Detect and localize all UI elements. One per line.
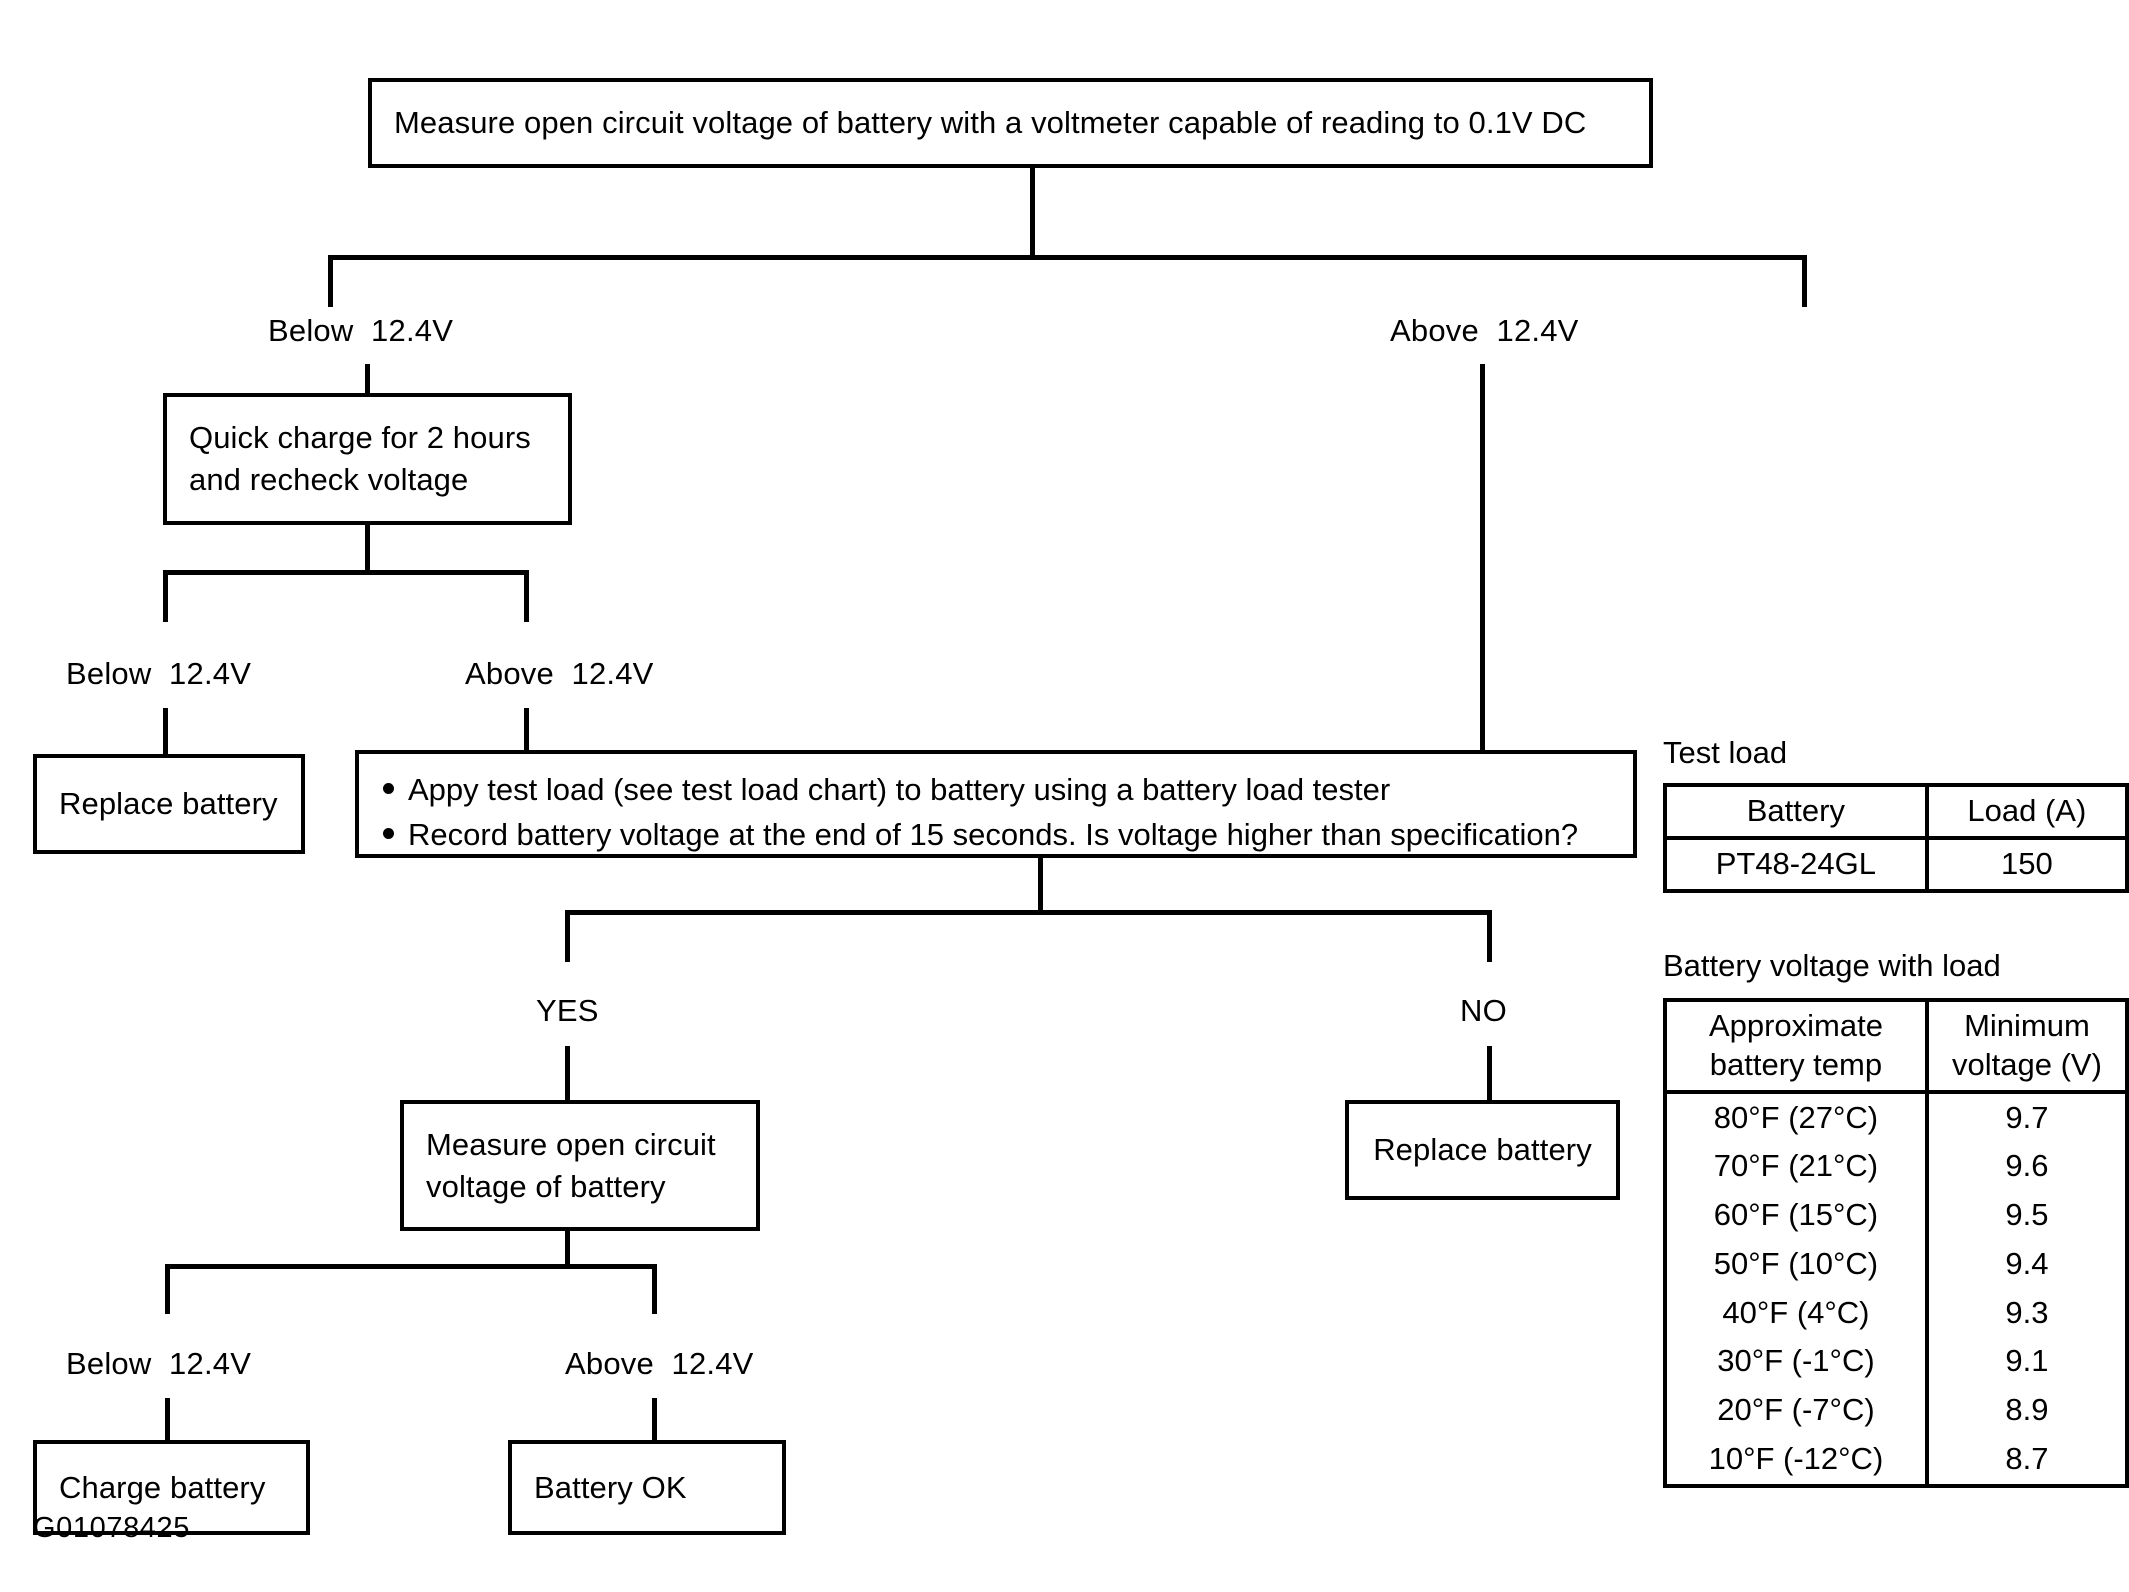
cell-voltage: 9.1 [1924, 1337, 2129, 1386]
bullet-dot-icon [383, 827, 394, 839]
node-replace-battery-left: Replace battery [33, 754, 305, 854]
node-load-test-instructions: Appy test load (see test load chart) to … [355, 750, 1637, 858]
node-charge-battery: Charge battery [33, 1440, 310, 1535]
table-row: 60°F (15°C) 9.5 [1664, 1191, 2129, 1240]
connector-split-bar-3 [565, 910, 1492, 915]
connector-above-to-loadtest [1480, 364, 1485, 752]
bullet-item: Appy test load (see test load chart) to … [383, 768, 1615, 813]
connector-below-to-replace-left [163, 708, 168, 758]
node-label: Measure open circuit voltage of battery … [394, 105, 1587, 141]
table-row: 10°F (-12°C) 8.7 [1664, 1434, 2129, 1486]
cell-voltage: 8.9 [1924, 1386, 2129, 1435]
cell-voltage: 9.4 [1924, 1239, 2129, 1289]
table-header-row: Battery Load (A) [1664, 784, 2129, 840]
node-quick-charge: Quick charge for 2 hours and recheck vol… [163, 393, 572, 525]
node-measure-open-circuit-voltage-lower: Measure open circuit voltage of battery [400, 1100, 760, 1231]
table-row: 40°F (4°C) 9.3 [1664, 1288, 2129, 1338]
node-label: Measure open circuit voltage of battery [426, 1126, 716, 1204]
table-row: 20°F (-7°C) 8.9 [1664, 1386, 2129, 1435]
edge-label-spec-no: NO [1460, 993, 1507, 1028]
cell-temp: 60°F (15°C) [1664, 1191, 1928, 1240]
cell-voltage: 9.3 [1924, 1288, 2129, 1338]
connector-top-stem [1030, 166, 1035, 259]
bullet-dot-icon [383, 783, 394, 794]
bullet-text: Appy test load (see test load chart) to … [408, 772, 1391, 807]
connector-split4-right-drop [652, 1264, 657, 1314]
connector-split1-left-drop [328, 255, 333, 307]
table-row: 50°F (10°C) 9.4 [1664, 1239, 2129, 1289]
battery-voltage-caption: Battery voltage with load [1663, 948, 2001, 983]
connector-above-to-loadtest-box [524, 708, 529, 752]
connector-loadtest-stem [1038, 856, 1043, 913]
cell-voltage: 9.7 [1924, 1091, 2129, 1143]
node-label: Replace battery [1373, 1132, 1592, 1168]
connector-split3-left-drop [565, 910, 570, 962]
table-row: 80°F (27°C) 9.7 [1664, 1091, 2129, 1143]
cell-temp: 40°F (4°C) [1664, 1288, 1928, 1338]
table-header-row: Approximate battery temp Minimum voltage… [1664, 999, 2129, 1094]
cell-voltage: 8.7 [1924, 1434, 2129, 1486]
edge-label-top-above: Above 12.4V [1390, 313, 1579, 348]
table-row: 30°F (-1°C) 9.1 [1664, 1337, 2129, 1386]
test-load-caption: Test load [1663, 735, 1788, 770]
cell-temp: 80°F (27°C) [1664, 1091, 1928, 1143]
edge-label-recheck-above: Above 12.4V [465, 656, 654, 691]
bullet-text: Record battery voltage at the end of 15 … [408, 816, 1579, 852]
cell-voltage: 9.6 [1924, 1142, 2129, 1191]
connector-split-bar-1 [328, 255, 1807, 260]
node-measure-open-circuit-voltage-top: Measure open circuit voltage of battery … [368, 78, 1653, 168]
cell-temp: 30°F (-1°C) [1664, 1337, 1928, 1386]
node-label: Quick charge for 2 hours and recheck vol… [189, 420, 531, 497]
cell-battery: PT48-24GL [1664, 837, 1928, 891]
cell-load: 150 [1924, 837, 2129, 891]
node-label: Replace battery [59, 786, 278, 822]
connector-split4-left-drop [165, 1264, 170, 1314]
table-row: PT48-24GL 150 [1664, 837, 2129, 891]
connector-split2-left-drop [163, 570, 168, 622]
cell-temp: 10°F (-12°C) [1664, 1434, 1928, 1486]
edge-label-final-above: Above 12.4V [565, 1346, 754, 1381]
bullet-item: Record battery voltage at the end of 15 … [383, 813, 1615, 858]
node-label: Charge battery [59, 1469, 266, 1505]
edge-label-top-below: Below 12.4V [268, 313, 454, 348]
cell-temp: 50°F (10°C) [1664, 1239, 1928, 1289]
connector-split-bar-2 [163, 570, 529, 575]
figure-reference-code: G01078425 [33, 1512, 190, 1544]
connector-split-bar-4 [165, 1264, 657, 1269]
node-label: Battery OK [534, 1469, 687, 1505]
cell-voltage: 9.5 [1924, 1191, 2129, 1240]
connector-below-to-quickcharge [365, 364, 370, 395]
connector-split2-right-drop [524, 570, 529, 622]
connector-yes-to-measure [565, 1046, 570, 1102]
cell-temp: 70°F (21°C) [1664, 1142, 1928, 1191]
column-header-battery: Battery [1664, 784, 1928, 840]
node-replace-battery-right: Replace battery [1345, 1100, 1620, 1200]
connector-measure-lower-stem [565, 1229, 570, 1268]
edge-label-spec-yes: YES [536, 993, 599, 1028]
edge-label-final-below: Below 12.4V [66, 1346, 252, 1381]
column-header-approximate-battery-temp: Approximate battery temp [1664, 999, 1928, 1094]
connector-no-to-replace [1487, 1046, 1492, 1102]
test-load-table: Battery Load (A) PT48-24GL 150 [1663, 783, 2129, 893]
column-header-minimum-voltage: Minimum voltage (V) [1924, 999, 2129, 1094]
connector-split3-right-drop [1487, 910, 1492, 962]
connector-quickcharge-stem [365, 523, 370, 574]
edge-label-recheck-below: Below 12.4V [66, 656, 252, 691]
cell-temp: 20°F (-7°C) [1664, 1386, 1928, 1435]
table-row: 70°F (21°C) 9.6 [1664, 1142, 2129, 1191]
battery-voltage-table: Approximate battery temp Minimum voltage… [1663, 998, 2129, 1488]
column-header-load: Load (A) [1924, 784, 2129, 840]
node-battery-ok: Battery OK [508, 1440, 786, 1535]
connector-split1-right-drop [1802, 255, 1807, 307]
connector-above-to-ok [652, 1398, 657, 1442]
connector-below-to-charge [165, 1398, 170, 1442]
